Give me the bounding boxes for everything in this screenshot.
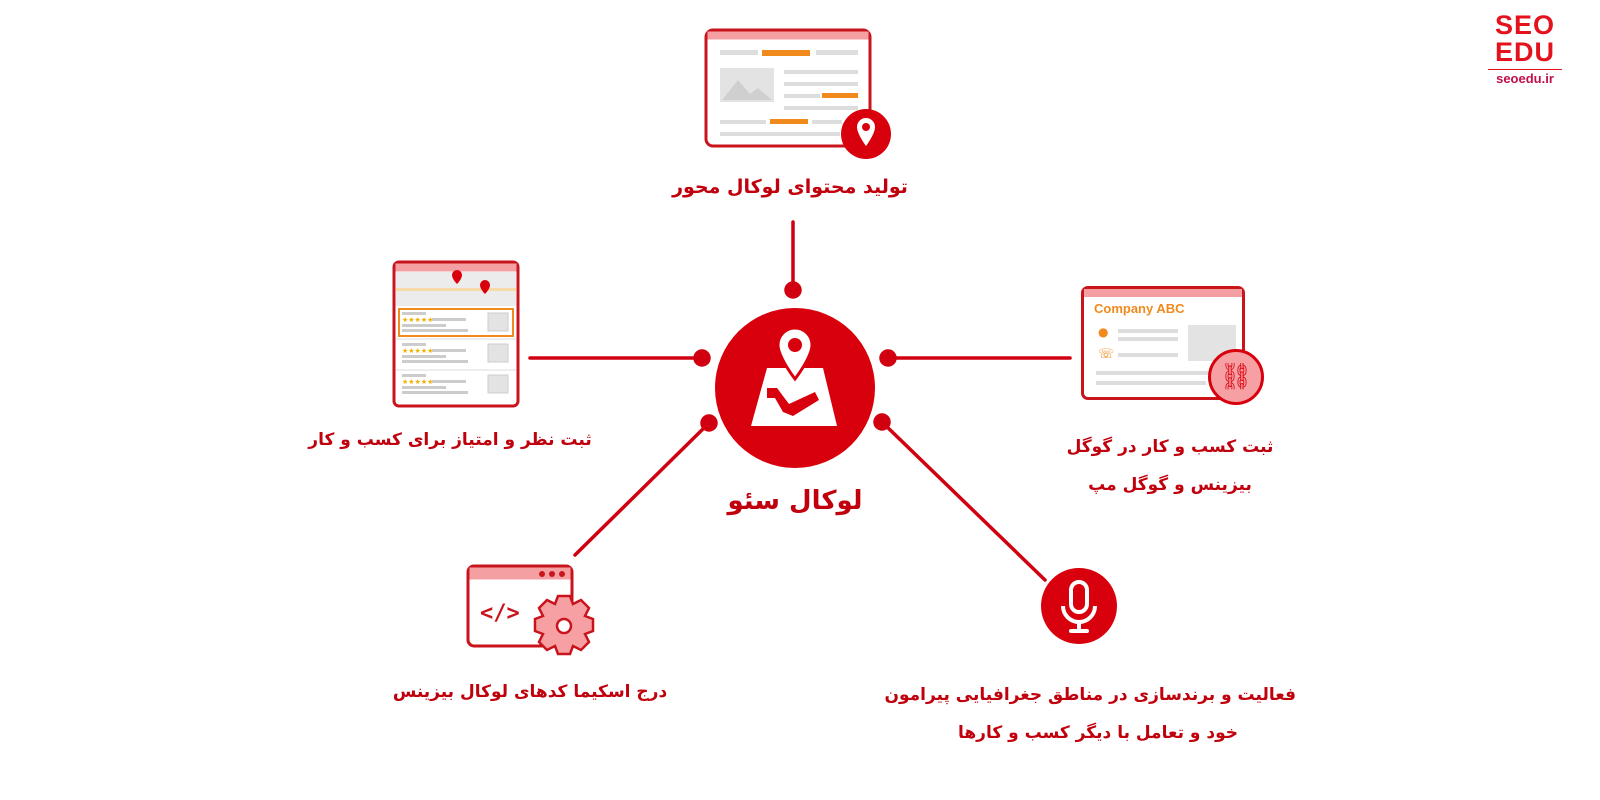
local-seo-hub	[715, 308, 875, 468]
location-pin-icon: ●	[1098, 325, 1109, 339]
business-card-link-icon: Company ABC ● ☏ ⛓	[1081, 286, 1264, 405]
company-card-title: Company ABC	[1094, 301, 1185, 316]
node-schema-label: درج اسکیما کدهای لوکال بیزینس	[392, 682, 668, 702]
logo-edu: EDU	[1494, 37, 1555, 67]
svg-text:★★★★★: ★★★★★	[402, 378, 433, 386]
code-gear-icon: </>	[466, 564, 595, 656]
node-content-label: تولید محتوای لوکال محور	[672, 176, 908, 198]
node-reviews-label: ثبت نظر و امتیاز برای کسب و کار	[308, 430, 592, 450]
phone-icon: ☏	[1098, 347, 1115, 362]
hub-title: لوکال سئو	[727, 486, 863, 516]
map-pin-icon	[751, 326, 837, 426]
node-gmb-label: ثبت کسب و کار در گوگل بیزینس و گوگل مپ	[1066, 437, 1274, 495]
webpage-location-icon	[704, 28, 891, 159]
svg-text:</>: </>	[480, 601, 520, 626]
logo-url: seoedu.ir	[1488, 69, 1562, 86]
node-branding-label: فعالیت و برندسازی در مناطق جغرافیایی پیر…	[884, 685, 1296, 743]
logo-seo: SEO	[1494, 10, 1556, 40]
map-reviews-list-icon: ★★★★★ ★★★★★ ★★★★★	[392, 260, 520, 408]
svg-text:★★★★★: ★★★★★	[402, 316, 433, 324]
seoedu-logo: SEO EDU seoedu.ir	[1488, 12, 1562, 86]
svg-text:★★★★★: ★★★★★	[402, 347, 433, 355]
microphone-icon	[1041, 568, 1117, 644]
link-icon: ⛓	[1208, 349, 1264, 405]
